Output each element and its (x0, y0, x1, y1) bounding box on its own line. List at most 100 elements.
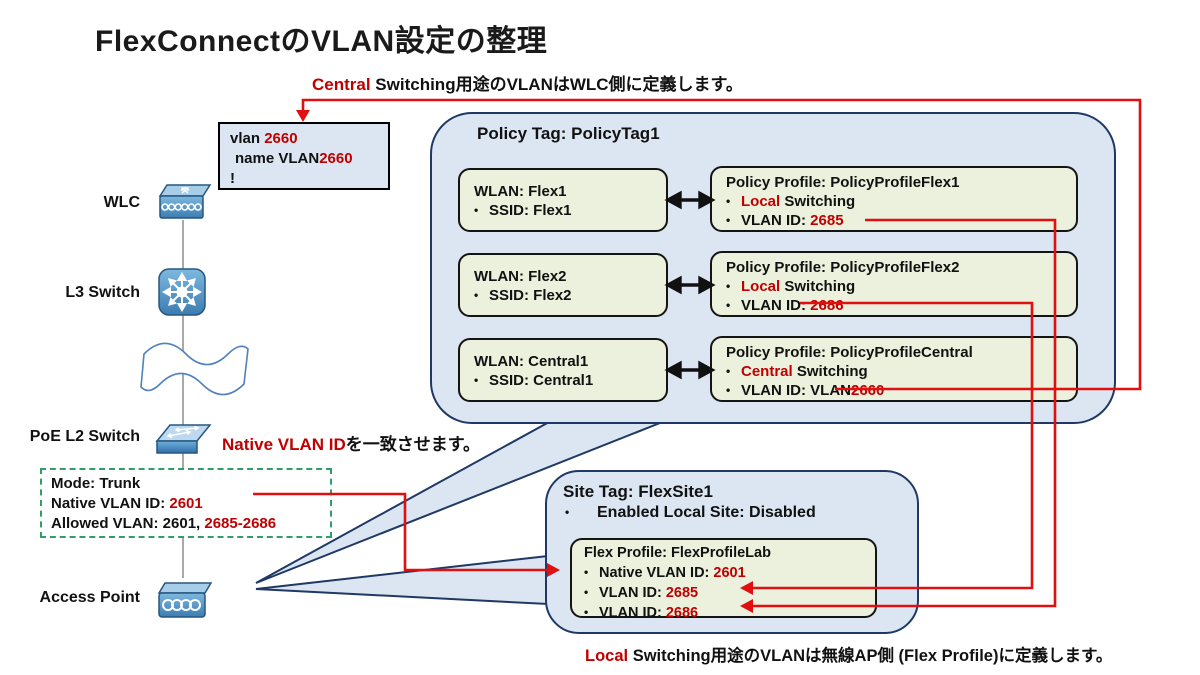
annotation-rest: Switching用途のVLANはWLC側に定義します。 (370, 75, 743, 94)
central-switching-annotation: Central Switching用途のVLANはWLC側に定義します。 (312, 70, 743, 95)
access-point-label: Access Point (39, 589, 140, 606)
switching-mode: Central (741, 363, 793, 380)
wlc-icon (158, 184, 212, 219)
wlan-ssid-line: • SSID: Flex1 (474, 201, 652, 220)
bullet: • (474, 288, 479, 302)
bullet: • (726, 213, 731, 227)
profile-title: Policy Profile: PolicyProfileCentral (726, 344, 973, 361)
vlan-name-value: 2660 (319, 150, 353, 167)
site-tag-enabled-line: • Enabled Local Site: Disabled (565, 504, 816, 522)
vlan-id-value: 2686 (810, 297, 844, 314)
vlan-config-line2: name VLAN2660 (230, 149, 378, 169)
bullet: • (726, 383, 731, 397)
l3-switch-icon (158, 268, 206, 316)
wlan-ssid-line: • SSID: Flex2 (474, 286, 652, 305)
poe-l2-switch-label: PoE L2 Switch (29, 428, 140, 445)
vlan-id-label: VLAN ID: VLAN (741, 382, 851, 399)
trunk-config-box: Mode: Trunk Native VLAN ID: 2601 Allowed… (40, 468, 332, 538)
profile-title: Policy Profile: PolicyProfileFlex2 (726, 259, 960, 276)
arrowhead-into-vlan-box (296, 110, 310, 122)
bullet: • (726, 279, 731, 293)
native-vlan-annotation: Native VLAN IDを一致させます。 (222, 430, 480, 455)
page-title: FlexConnectのVLAN設定の整理 (95, 16, 547, 60)
flex-row-value: 2686 (665, 605, 699, 621)
flex-row-label: VLAN ID: (599, 605, 666, 621)
switching-mode: Local (741, 278, 781, 295)
trunk-allowed-vlan-line: Allowed VLAN: 2601, 2685-2686 (51, 514, 321, 534)
local-switching-annotation: Local Switching用途のVLANは無線AP側 (Flex Profi… (585, 642, 1112, 666)
vlan-config-line3: ! (230, 170, 235, 187)
site-tag-callout-tail (255, 554, 549, 606)
policy-profile-box-central: Policy Profile: PolicyProfileCentral • Ce… (710, 336, 1078, 402)
trunk-mode-line: Mode: Trunk (51, 475, 141, 492)
wlan-box-flex1: WLAN: Flex1 • SSID: Flex1 (458, 168, 668, 232)
wlan-title: WLAN: Flex1 (474, 183, 567, 200)
annotation-red-word: Native VLAN ID (222, 435, 346, 454)
flex-row-label: VLAN ID: (599, 585, 666, 601)
switching-rest: Switching (780, 278, 856, 295)
policy-profile-box-flex1: Policy Profile: PolicyProfileFlex1 • Loca… (710, 166, 1078, 232)
bullet: • (565, 505, 570, 519)
bullet: • (474, 373, 479, 387)
wlan-title: WLAN: Flex2 (474, 268, 567, 285)
vlan-id-line: • VLAN ID: VLAN2660 (726, 381, 1062, 400)
bullet: • (474, 203, 479, 217)
vlan-id-label: VLAN ID: (741, 297, 811, 314)
trunk-native-label: Native VLAN ID: (51, 495, 170, 512)
flex-profile-box: Flex Profile: FlexProfileLab • Native VLA… (570, 538, 877, 621)
vlan-config-box: vlan 2660 name VLAN2660 ! (218, 122, 390, 190)
bullet: • (584, 605, 589, 619)
profile-title: Policy Profile: PolicyProfileFlex1 (726, 174, 960, 191)
wlan-title: WLAN: Central1 (474, 353, 589, 370)
switching-line: • Local Switching (726, 277, 1062, 296)
switching-line: • Local Switching (726, 192, 1062, 211)
wlan-ssid: SSID: Flex1 (489, 202, 572, 219)
bullet: • (584, 565, 589, 579)
bullet: • (584, 585, 589, 599)
flex-profile-vlan-2685-line: • VLAN ID: 2685 (584, 583, 863, 603)
wlan-ssid: SSID: Central1 (489, 372, 594, 389)
wlan-ssid: SSID: Flex2 (489, 287, 572, 304)
annotation-red-word: Local (585, 647, 629, 665)
page-title-text: FlexConnectのVLAN設定の整理 (95, 25, 548, 58)
policy-profile-box-flex2: Policy Profile: PolicyProfileFlex2 • Loca… (710, 251, 1078, 317)
bullet: • (726, 194, 731, 208)
annotation-rest: Switching用途のVLANは無線AP側 (Flex Profile)に定義… (628, 647, 1113, 665)
flex-profile-vlan-2686-line: • VLAN ID: 2686 (584, 603, 863, 623)
vlan-id-value: 2660 (851, 382, 885, 399)
flex-row-value: 2601 (713, 565, 746, 581)
network-break-squiggle (140, 342, 249, 396)
wlan-box-flex2: WLAN: Flex2 • SSID: Flex2 (458, 253, 668, 317)
switching-rest: Switching (792, 363, 868, 380)
vlan-config-line1: vlan 2660 (230, 129, 378, 149)
switching-mode: Local (741, 193, 781, 210)
annotation-rest: を一致させます。 (345, 435, 481, 454)
vlan-id-label: VLAN ID: (741, 212, 811, 229)
vlan-id-line: • VLAN ID: 2685 (726, 211, 1062, 230)
bullet: • (726, 364, 731, 378)
vlan-id-line: • VLAN ID: 2686 (726, 296, 1062, 315)
bullet: • (726, 298, 731, 312)
trunk-allowed-label: Allowed VLAN: 2601, (51, 515, 205, 532)
trunk-allowed-value: 2685-2686 (204, 515, 277, 532)
vlan-id-value: 2685 (810, 212, 844, 229)
vlan-keyword: vlan (230, 130, 265, 147)
site-tag-title: Site Tag: FlexSite1 (563, 482, 713, 501)
vlan-name-keyword: name VLAN (235, 150, 320, 167)
wlan-ssid-line: • SSID: Central1 (474, 371, 652, 390)
switching-rest: Switching (780, 193, 856, 210)
flex-row-value: 2685 (665, 585, 699, 601)
wlc-label: WLC (103, 194, 140, 211)
policy-tag-title: Policy Tag: PolicyTag1 (477, 124, 660, 143)
flex-row-label: Native VLAN ID: (599, 565, 714, 581)
trunk-native-vlan-line: Native VLAN ID: 2601 (51, 494, 321, 514)
vlan-id-value: 2660 (264, 130, 298, 147)
flex-profile-title: Flex Profile: FlexProfileLab (584, 545, 771, 561)
annotation-red-word: Central (312, 75, 371, 94)
access-point-icon (157, 582, 212, 618)
l3-switch-label: L3 Switch (65, 284, 140, 301)
wlan-box-central1: WLAN: Central1 • SSID: Central1 (458, 338, 668, 402)
flex-profile-native-vlan-line: • Native VLAN ID: 2601 (584, 563, 863, 583)
site-tag-enabled-text: Enabled Local Site: Disabled (597, 504, 816, 521)
